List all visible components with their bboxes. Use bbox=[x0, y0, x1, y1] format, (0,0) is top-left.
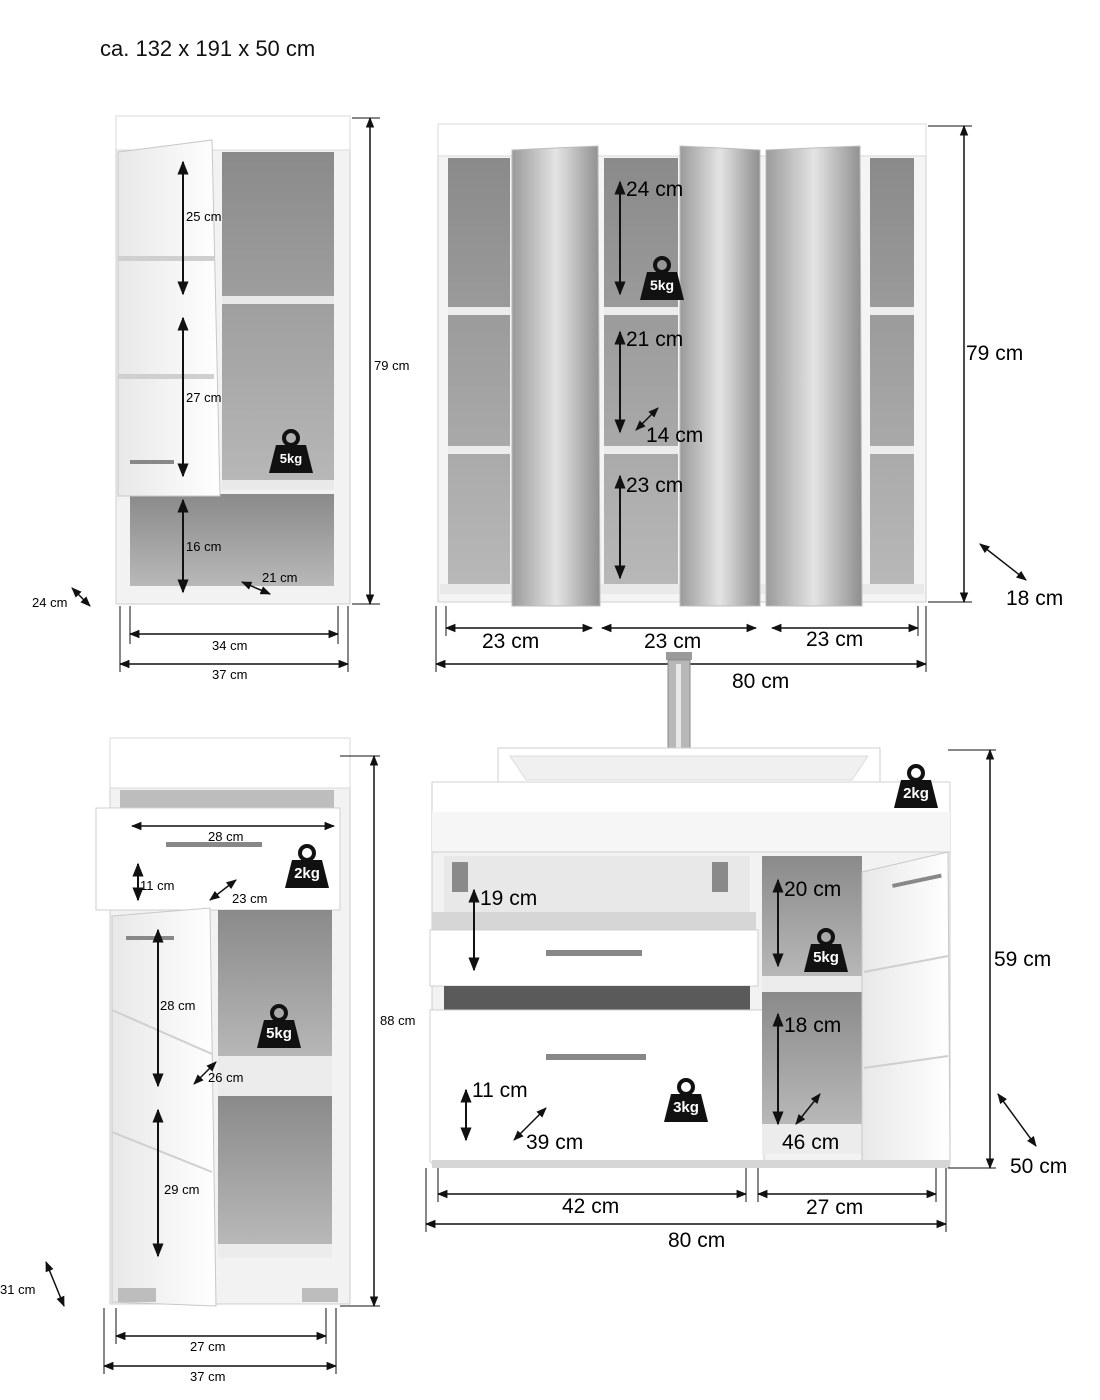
vanity-door bbox=[861, 851, 951, 1163]
weight-label: 5kg bbox=[813, 949, 839, 966]
vanity-right-bottom-label: 18 cm bbox=[784, 1014, 841, 1037]
weight-label: 2kg bbox=[903, 785, 929, 802]
side-shelf-bottom-label: 29 cm bbox=[164, 1182, 199, 1197]
weight-icon: 5kg bbox=[638, 256, 686, 302]
side-drawer-width-label: 28 cm bbox=[208, 829, 243, 844]
mirror-depth-label: 18 cm bbox=[1006, 587, 1063, 610]
weight-icon: 5kg bbox=[802, 928, 850, 974]
weight-label: 3kg bbox=[673, 1099, 699, 1116]
side-cabinet-dimensions: 28 cm 11 cm 23 cm 28 cm 26 cm 29 cm 88 c… bbox=[0, 754, 415, 1384]
mirror-width-label: 80 cm bbox=[732, 670, 789, 693]
drawer-handle bbox=[546, 950, 642, 956]
weight-icon: 2kg bbox=[283, 844, 331, 890]
side-shelf-top-label: 28 cm bbox=[160, 998, 195, 1013]
drawer-handle bbox=[546, 1054, 646, 1060]
mirror-comp-depth-label: 14 cm bbox=[646, 424, 703, 447]
vanity-right-width-label: 27 cm bbox=[806, 1196, 863, 1219]
vanity-drawer-height-label: 11 cm bbox=[472, 1079, 528, 1102]
weight-label: 5kg bbox=[280, 451, 302, 466]
vanity-width-label: 80 cm bbox=[668, 1229, 725, 1252]
wall-cabinet-door bbox=[117, 139, 221, 497]
door-handle bbox=[126, 936, 174, 940]
side-cabinet-door bbox=[111, 907, 217, 1307]
mirror-door-middle bbox=[679, 145, 761, 607]
mirror-section-2-label: 23 cm bbox=[644, 630, 701, 653]
weight-label: 5kg bbox=[650, 277, 674, 293]
product-dimensions-title: ca. 132 x 191 x 50 cm bbox=[100, 36, 316, 61]
wall-cabinet bbox=[115, 115, 351, 605]
side-drawer-height-label: 11 cm bbox=[140, 878, 174, 893]
weight-icon: 5kg bbox=[255, 1004, 303, 1050]
wall-depth-label: 24 cm bbox=[32, 595, 67, 610]
mirror-section-1-label: 23 cm bbox=[482, 630, 539, 653]
vanity-height-label: 59 cm bbox=[994, 948, 1051, 971]
wall-width-label: 37 cm bbox=[212, 667, 247, 682]
mirror-height-label: 79 cm bbox=[966, 342, 1023, 365]
mirror-cabinet bbox=[437, 123, 927, 607]
vanity-top-drawer-label: 19 cm bbox=[480, 887, 537, 910]
weight-icon: 2kg bbox=[892, 764, 940, 810]
wall-cabinet-interior bbox=[222, 152, 334, 488]
side-height-label: 88 cm bbox=[380, 1013, 415, 1028]
mirror-comp-mid-label: 21 cm bbox=[626, 328, 683, 351]
vanity-right-depth-label: 46 cm bbox=[782, 1131, 839, 1154]
wall-cabinet-dimensions: 25 cm 27 cm 16 cm 21 cm 79 cm 24 cm 34 c… bbox=[32, 116, 409, 682]
side-inner-width-label: 27 cm bbox=[190, 1339, 225, 1354]
vanity-depth-label: 50 cm bbox=[1010, 1155, 1067, 1178]
mirror-section-3-label: 23 cm bbox=[806, 628, 863, 651]
wall-cabinet-niche bbox=[130, 494, 334, 586]
weight-icon: 3kg bbox=[662, 1078, 710, 1124]
door-handle bbox=[130, 460, 174, 464]
vanity-drawer-depth-label: 39 cm bbox=[526, 1131, 583, 1154]
vanity-top-drawer bbox=[429, 929, 759, 987]
wall-niche-depth-label: 21 cm bbox=[262, 570, 297, 585]
side-depth-label: 31 cm bbox=[0, 1282, 35, 1297]
faucet bbox=[666, 652, 692, 660]
vanity-right-top-label: 20 cm bbox=[784, 878, 841, 901]
weight-icon: 5kg bbox=[267, 429, 315, 475]
wall-shelf-mid-label: 27 cm bbox=[186, 390, 221, 405]
weight-label: 2kg bbox=[294, 865, 320, 882]
vanity-left-width-label: 42 cm bbox=[562, 1195, 619, 1218]
door-handle bbox=[891, 873, 942, 888]
mirror-comp-bottom-label: 23 cm bbox=[626, 474, 683, 497]
side-shelf-depth-label: 26 cm bbox=[208, 1070, 243, 1085]
mirror-door-left bbox=[511, 145, 601, 607]
wall-shelf-top-label: 25 cm bbox=[186, 209, 221, 224]
vanity-dimensions: 19 cm 20 cm 18 cm 11 cm 39 cm 46 cm 59 c… bbox=[424, 748, 1067, 1252]
weight-label: 5kg bbox=[266, 1025, 292, 1042]
side-width-label: 37 cm bbox=[190, 1369, 225, 1384]
mirror-door-right bbox=[765, 145, 863, 607]
side-cabinet bbox=[95, 737, 351, 1307]
side-drawer-depth-label: 23 cm bbox=[232, 891, 267, 906]
vanity-bottom-drawer bbox=[429, 1009, 765, 1163]
wall-inner-width-label: 34 cm bbox=[212, 638, 247, 653]
wall-height-label: 79 cm bbox=[374, 358, 409, 373]
mirror-cabinet-dimensions: 24 cm 21 cm 14 cm 23 cm 79 cm 18 cm 23 c… bbox=[434, 124, 1063, 693]
drawer-handle bbox=[166, 842, 262, 847]
vanity-unit bbox=[429, 652, 951, 1168]
wall-niche-label: 16 cm bbox=[186, 539, 221, 554]
mirror-comp-top-label: 24 cm bbox=[626, 178, 683, 201]
